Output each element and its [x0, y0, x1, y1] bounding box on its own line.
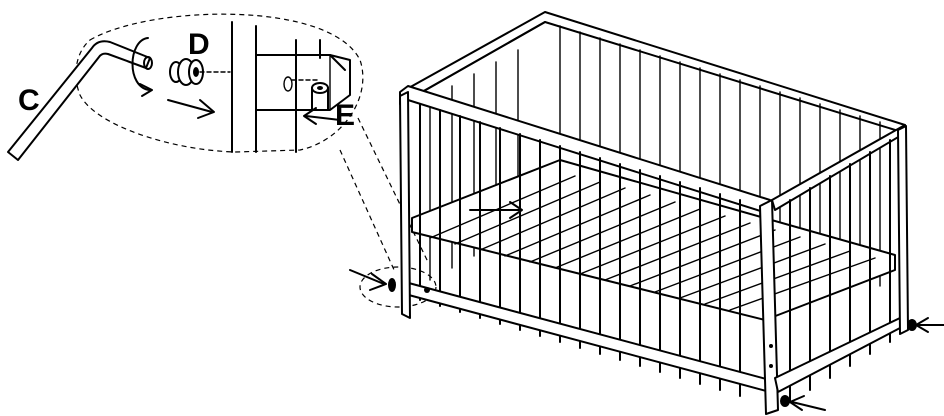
label-allen-key: C — [18, 84, 40, 117]
label-bolt: D — [188, 28, 210, 61]
bolt-icon — [167, 58, 231, 119]
crib-icon — [399, 11, 909, 415]
arrow-icon — [349, 201, 944, 411]
barrel-nut-icon — [231, 21, 351, 153]
detail-callout — [75, 13, 437, 308]
allen-key-icon — [7, 37, 153, 161]
label-barrel-nut: E — [335, 99, 355, 132]
